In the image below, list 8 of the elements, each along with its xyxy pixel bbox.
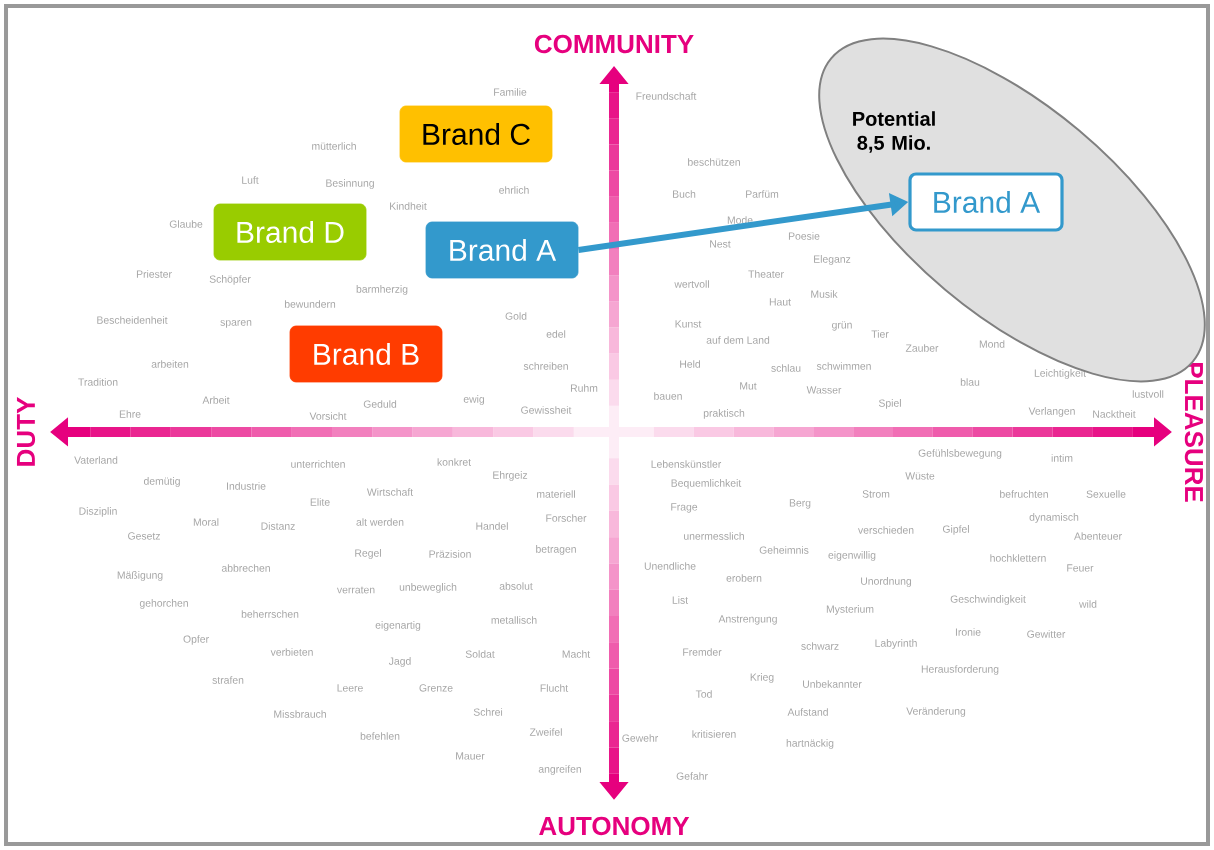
axis-label: AUTONOMY <box>539 816 690 836</box>
label-box: Brand C <box>399 105 553 163</box>
label-box: Brand A <box>425 221 579 279</box>
label-box: Brand A <box>908 172 1064 232</box>
label-box: Brand D <box>213 203 367 261</box>
axis-label: COMMUNITY <box>534 34 694 54</box>
label-box: Brand B <box>289 325 443 383</box>
axis-label: DUTY <box>16 397 36 466</box>
